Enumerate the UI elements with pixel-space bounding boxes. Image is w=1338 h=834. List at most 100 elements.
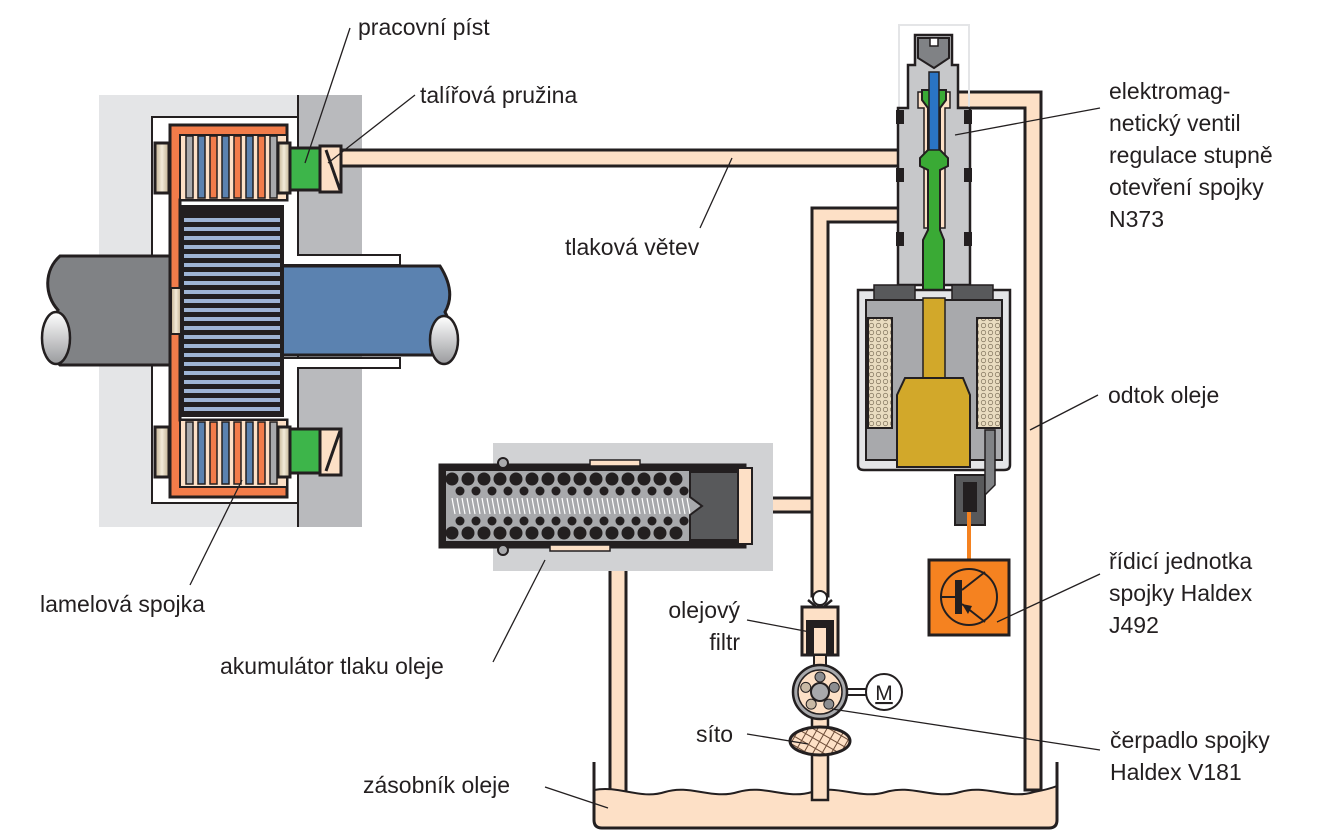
clutch-plate bbox=[185, 135, 194, 199]
leader-solenoid bbox=[954, 107, 1101, 136]
solenoid-valve-n373 bbox=[856, 24, 1012, 560]
clutch-plate bbox=[245, 135, 254, 199]
hub-plate-line bbox=[184, 281, 280, 285]
accumulator-ball bbox=[509, 526, 523, 540]
accumulator-ball bbox=[599, 516, 609, 526]
hub-plate-line bbox=[184, 398, 280, 402]
bearing-top-right bbox=[276, 141, 292, 195]
leader-disc-spring bbox=[327, 94, 416, 164]
accumulator-ball bbox=[583, 486, 593, 496]
bearing-bottom-right bbox=[276, 425, 292, 479]
accumulator-ball bbox=[631, 486, 641, 496]
strainer bbox=[788, 725, 852, 757]
label-oil-filter: olejový filtr bbox=[668, 597, 740, 655]
accumulator-spring-coil bbox=[501, 497, 506, 515]
clutch-plate bbox=[197, 421, 206, 485]
accumulator-ball bbox=[573, 472, 587, 486]
hub-plate-line bbox=[184, 326, 280, 330]
clutch-plate bbox=[257, 421, 266, 485]
accumulator-ball bbox=[525, 526, 539, 540]
label-multi-plate-clutch: lamelová spojka bbox=[40, 591, 205, 617]
accumulator-spring-coil bbox=[506, 497, 511, 515]
clutch-plate bbox=[221, 135, 230, 199]
clutch-plate bbox=[245, 421, 254, 485]
accumulator-ball bbox=[653, 472, 667, 486]
accumulator-spring-coil bbox=[546, 497, 551, 515]
accumulator-ball bbox=[541, 526, 555, 540]
accumulator-ball bbox=[503, 486, 513, 496]
accumulator-ball bbox=[669, 526, 683, 540]
accumulator-spring-coil bbox=[596, 497, 601, 515]
accumulator-spring-coil bbox=[621, 497, 626, 515]
hub-plate-line bbox=[184, 371, 280, 375]
accumulator-ball bbox=[493, 526, 507, 540]
hub-plate-line bbox=[184, 263, 280, 267]
pump-roller bbox=[828, 681, 840, 693]
valve-cap bbox=[917, 37, 950, 70]
label-oil-reservoir: zásobník oleje bbox=[363, 772, 511, 798]
clutch-plates-lower bbox=[185, 421, 278, 485]
accumulator-spring-coil bbox=[456, 497, 461, 515]
accumulator-spring-coil bbox=[541, 497, 546, 515]
accumulator-ball bbox=[557, 472, 571, 486]
accumulator-ball bbox=[471, 516, 481, 526]
accumulator-ball bbox=[487, 516, 497, 526]
accumulator-spring-coil bbox=[671, 497, 676, 515]
accumulator-ball bbox=[647, 486, 657, 496]
accumulator-spring-coil bbox=[601, 497, 606, 515]
accumulator-ball bbox=[567, 486, 577, 496]
valve-plunger bbox=[928, 71, 940, 151]
accumulator-spring-coil bbox=[496, 497, 501, 515]
accumulator-ball bbox=[631, 516, 641, 526]
accumulator-spring-coil bbox=[556, 497, 561, 515]
hub-plate-line bbox=[184, 227, 280, 231]
accumulator-spring-coil bbox=[666, 497, 671, 515]
hub-plate-line bbox=[184, 308, 280, 312]
accumulator-ball bbox=[551, 486, 561, 496]
motor-label: M bbox=[875, 682, 893, 705]
oil-reservoir bbox=[592, 762, 1059, 830]
accumulator-ball bbox=[663, 486, 673, 496]
output-shaft bbox=[278, 264, 452, 357]
leader-reservoir bbox=[544, 786, 609, 809]
hub-plate-line bbox=[184, 236, 280, 240]
accumulator-spring-coil bbox=[676, 497, 681, 515]
clutch-plates-upper bbox=[185, 135, 278, 199]
clutch-plate bbox=[197, 135, 206, 199]
coil-left bbox=[867, 317, 893, 429]
accumulator-spring-coil bbox=[566, 497, 571, 515]
accumulator-spring-coil bbox=[576, 497, 581, 515]
accumulator-spring-coil bbox=[631, 497, 636, 515]
hub-plate-line bbox=[184, 290, 280, 294]
label-oil-drain: odtok oleje bbox=[1108, 382, 1220, 408]
leader-pressure-branch bbox=[699, 157, 733, 229]
armature-stem bbox=[922, 297, 946, 379]
clutch-plate bbox=[185, 421, 194, 485]
accumulator-ball bbox=[557, 526, 571, 540]
accumulator-port bbox=[737, 467, 753, 545]
accumulator-ball bbox=[535, 486, 545, 496]
hub-plate-line bbox=[184, 245, 280, 249]
accumulator-ball bbox=[567, 516, 577, 526]
accumulator-ball bbox=[471, 486, 481, 496]
accumulator-ball bbox=[615, 516, 625, 526]
accumulator-spring-coil bbox=[586, 497, 591, 515]
pump-roller bbox=[814, 671, 826, 683]
hub-plate-line bbox=[184, 218, 280, 222]
accumulator-ball bbox=[541, 472, 555, 486]
clutch-plate bbox=[233, 421, 242, 485]
pump-roller bbox=[805, 698, 817, 710]
accumulator-spring-coil bbox=[471, 497, 476, 515]
hub-plate-line bbox=[184, 317, 280, 321]
accumulator-ball bbox=[445, 472, 459, 486]
accumulator-ball bbox=[679, 516, 689, 526]
accumulator-spring-coil bbox=[561, 497, 566, 515]
accumulator-ball bbox=[669, 472, 683, 486]
accumulator-spring-coil bbox=[466, 497, 471, 515]
pump-roller bbox=[800, 681, 812, 693]
accumulator-spring-coil bbox=[516, 497, 521, 515]
accumulator-ball bbox=[637, 472, 651, 486]
accumulator-spring-coil bbox=[461, 497, 466, 515]
control-unit-j492 bbox=[927, 558, 1011, 637]
accumulator-spring-coil bbox=[606, 497, 611, 515]
